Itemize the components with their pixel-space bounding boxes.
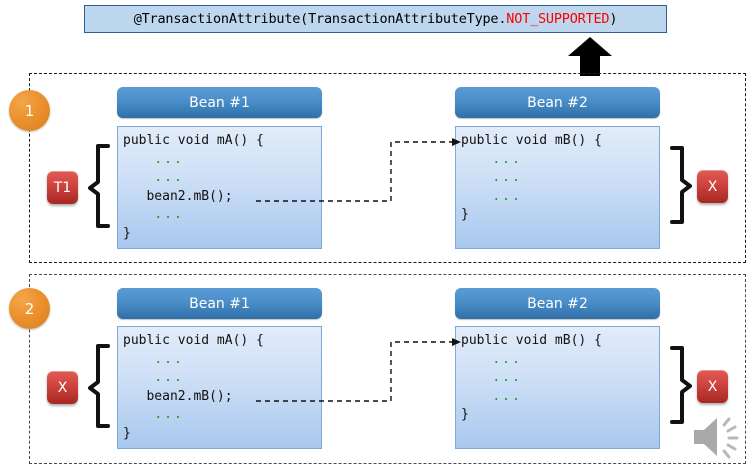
scenario-2-left-badge: X: [47, 371, 78, 404]
code-line: ...: [492, 388, 522, 404]
code-line: ...: [154, 407, 184, 422]
scenario-1-number: 1: [9, 90, 50, 131]
code-line: ...: [154, 151, 184, 167]
speaker-icon[interactable]: [690, 412, 746, 462]
code-line: ...: [492, 370, 522, 385]
scenario-1-panel: [29, 73, 746, 263]
scenario-2-right-badge: X: [697, 370, 728, 403]
bean-title-label: Bean #1: [189, 295, 250, 312]
code-line: ...: [154, 170, 184, 185]
annotation-suffix: ): [609, 11, 618, 27]
transaction-attribute-annotation: @TransactionAttribute(TransactionAttribu…: [84, 5, 667, 33]
scenario-1-number-label: 1: [24, 101, 35, 120]
scenario-2-bean-1-title: Bean #1: [117, 288, 322, 319]
code-line: public void mA() {: [123, 133, 264, 148]
code-line: public void mB() {: [461, 133, 602, 148]
scenario-1-bean-2-title: Bean #2: [455, 87, 660, 118]
scenario-2-number: 2: [9, 288, 50, 329]
badge-label: X: [707, 378, 718, 395]
annotation-highlight: NOT_SUPPORTED: [506, 11, 610, 27]
badge-label: T1: [53, 179, 72, 196]
code-line: ...: [154, 207, 184, 222]
code-line: }: [461, 407, 469, 422]
code-line: ...: [154, 351, 184, 367]
code-line: }: [123, 425, 131, 441]
code-line: ...: [492, 151, 522, 167]
code-line: public void mB() {: [461, 333, 602, 348]
code-line: ...: [492, 188, 522, 204]
bean-title-label: Bean #2: [527, 295, 588, 312]
scenario-2-bean-2-title: Bean #2: [455, 288, 660, 319]
scenario-1-bean-2-code: public void mB() { ... ... ... }: [455, 126, 660, 249]
scenario-2-number-label: 2: [24, 299, 35, 318]
bean-title-label: Bean #1: [189, 94, 250, 111]
scenario-1-bean-1-title: Bean #1: [117, 87, 322, 118]
code-line-call: bean2.mB();: [146, 388, 233, 404]
code-line: public void mA() {: [123, 333, 264, 348]
scenario-1-bean-1-code: public void mA() { ... ... bean2.mB(); .…: [117, 126, 322, 249]
scenario-1-right-badge: X: [697, 170, 728, 203]
code-line: ...: [492, 170, 522, 185]
code-line-call: bean2.mB();: [146, 188, 233, 204]
badge-label: X: [707, 178, 718, 195]
annotation-prefix: @TransactionAttribute(TransactionAttribu…: [133, 11, 507, 27]
code-line: ...: [492, 351, 522, 367]
code-line: }: [123, 225, 131, 241]
bean-title-label: Bean #2: [527, 94, 588, 111]
up-arrow-icon: [568, 37, 612, 76]
code-line: }: [461, 207, 469, 222]
scenario-1-left-badge: T1: [47, 171, 78, 204]
code-line: ...: [154, 370, 184, 385]
scenario-2-bean-1-code: public void mA() { ... ... bean2.mB(); .…: [117, 326, 322, 449]
scenario-2-panel: [29, 274, 746, 464]
scenario-2-bean-2-code: public void mB() { ... ... ... }: [455, 326, 660, 449]
badge-label: X: [57, 379, 68, 396]
